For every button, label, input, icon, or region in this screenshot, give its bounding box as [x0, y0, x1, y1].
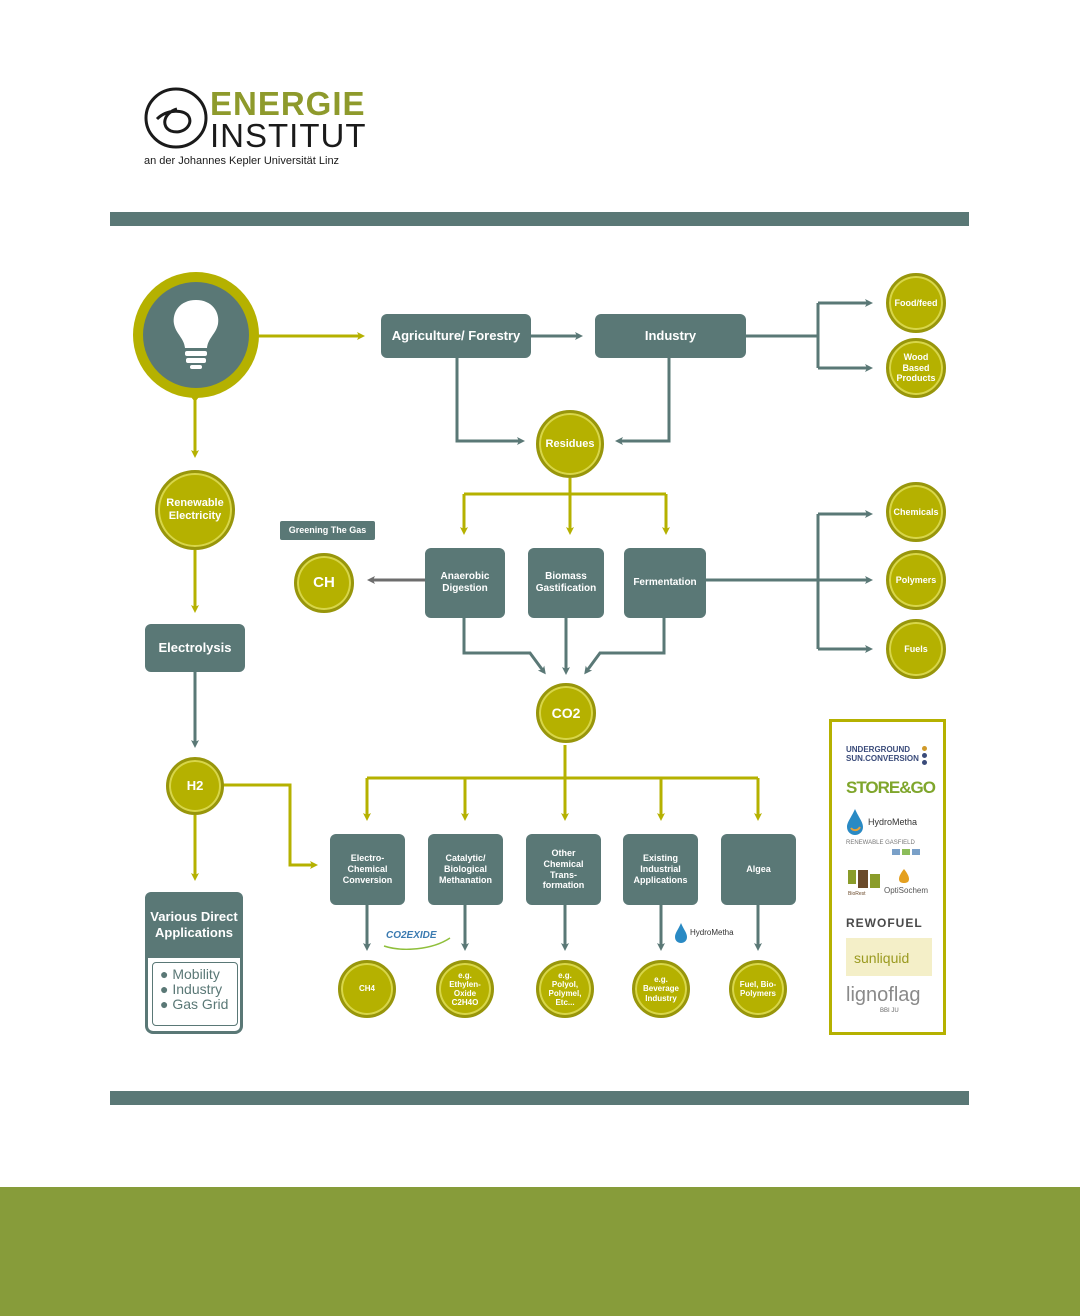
ch-node: CH: [294, 553, 354, 613]
other-chemical-node: Other Chemical Trans- formation: [526, 834, 601, 905]
beverage-industry-node: e.g. Beverage Industry: [632, 960, 690, 1018]
applications-list: ● Mobility ● Industry ● Gas Grid: [145, 958, 243, 1034]
agriculture-forestry-node: Agriculture/ Forestry: [381, 314, 531, 358]
water-drop-icon: [675, 923, 687, 943]
footer-band: [0, 1187, 1080, 1316]
industry-node: Industry: [595, 314, 746, 358]
partner-underground-sun: UNDERGROUND SUN.CONVERSION: [846, 745, 936, 765]
partner-store-and-go: STORE&GO: [846, 778, 936, 797]
polyol-node: e.g. Polyol, Polymel, Etc...: [536, 960, 594, 1018]
app-item-industry: ● Industry: [160, 981, 223, 997]
app-item-gas-grid: ● Gas Grid: [160, 996, 229, 1012]
hydrometha-small-logo: HydroMetha: [674, 920, 736, 946]
polymers-node: Polymers: [886, 550, 946, 610]
coexide-logo: CO2EXIDE: [382, 928, 452, 950]
h2-node: H2: [166, 757, 224, 815]
anaerobic-digestion-node: Anaerobic Digestion: [425, 548, 505, 618]
partner-lignoflag: lignoflag BBI JU: [846, 984, 921, 1014]
e-swirl-icon: [144, 87, 208, 149]
lightbulb-node: [133, 272, 259, 398]
various-applications-group: Various Direct Applications ● Mobility ●…: [145, 892, 243, 1034]
wood-products-node: Wood Based Products: [886, 338, 946, 398]
partner-biorest: BioRest: [846, 870, 886, 902]
bulb-pointer: [187, 392, 203, 402]
energie-institut-logo: ENERGIE INSTITUT an der Johannes Kepler …: [140, 85, 380, 175]
co2-node: CO2: [536, 683, 596, 743]
partner-optisochem: OptiSochem: [884, 868, 944, 900]
fuel-biopolymers-node: Fuel, Bio- Polymers: [729, 960, 787, 1018]
food-feed-node: Food/feed: [886, 273, 946, 333]
existing-industrial-node: Existing Industrial Applications: [623, 834, 698, 905]
electrolysis-node: Electrolysis: [145, 624, 245, 672]
fermentation-node: Fermentation: [624, 548, 706, 618]
app-item-mobility: ● Mobility: [160, 966, 220, 982]
partner-sunliquid: sunliquid: [846, 938, 932, 976]
algea-node: Algea: [721, 834, 796, 905]
renewable-electricity-node: Renewable Electricity: [155, 470, 235, 550]
logo-energie: ENERGIE: [210, 85, 366, 122]
biomass-gastification-node: Biomass Gastification: [528, 548, 604, 618]
partner-hydrometha: HydroMetha: [846, 808, 936, 838]
catalytic-methanation-node: Catalytic/ Biological Methanation: [428, 834, 503, 905]
logo-institut: INSTITUT: [210, 117, 367, 154]
water-drop-icon: [847, 809, 863, 835]
logo-subtitle: an der Johannes Kepler Universität Linz: [144, 155, 340, 167]
partner-rewofuel: REWOFUEL: [846, 916, 923, 930]
residues-node: Residues: [536, 410, 604, 478]
fuels-node: Fuels: [886, 619, 946, 679]
bottom-divider-bar: [110, 1091, 969, 1105]
greening-the-gas-label: Greening The Gas: [280, 521, 375, 540]
flame-icon: [899, 869, 909, 883]
lightbulb-icon: [173, 300, 219, 369]
partner-renewable-gasfield: RENEWABLE GASFIELD: [846, 840, 936, 855]
electro-chemical-node: Electro- Chemical Conversion: [330, 834, 405, 905]
ch4-node: CH4: [338, 960, 396, 1018]
ethylene-oxide-node: e.g. Ethylen- Oxide C2H4O: [436, 960, 494, 1018]
various-applications-node: Various Direct Applications: [145, 892, 243, 958]
top-divider-bar: [110, 212, 969, 226]
partner-logos-panel: UNDERGROUND SUN.CONVERSION STORE&GO Hydr…: [829, 719, 946, 1035]
chemicals-node: Chemicals: [886, 482, 946, 542]
